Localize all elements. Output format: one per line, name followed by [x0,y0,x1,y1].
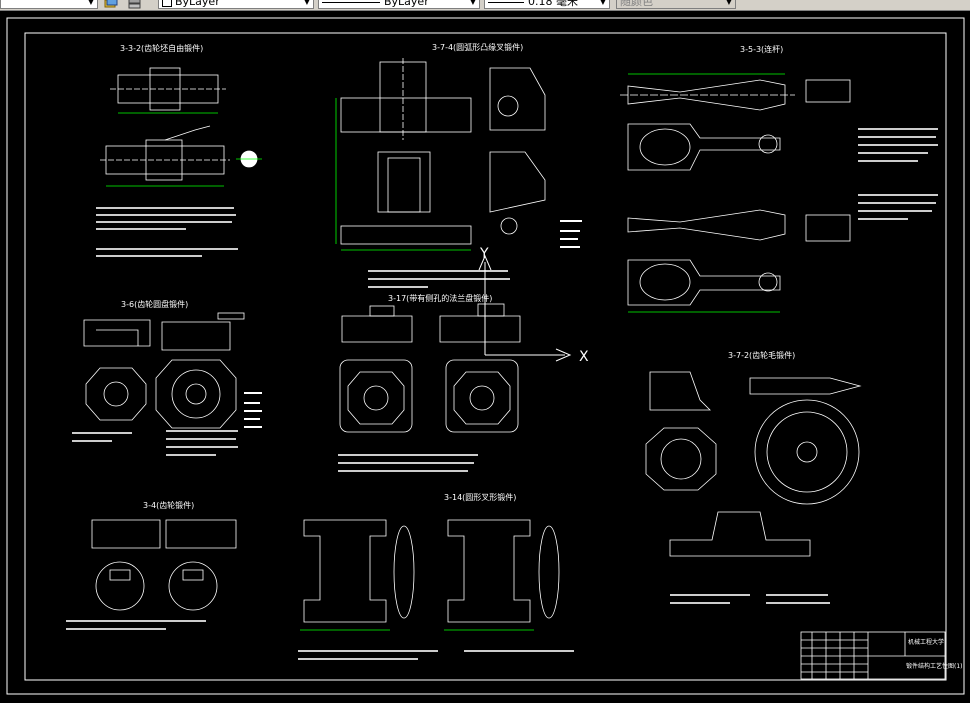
lineweight-value: 0.18 毫米 [528,0,578,8]
plotstyle-dropdown: 随颜色 ▼ [616,0,736,9]
drawing-3-7-4 [335,58,546,251]
text-block-3-4 [66,620,206,630]
text-block-3-7-2 [670,594,830,604]
title-block-drawing-name: 锻件结构工艺性图(1) [906,662,963,670]
linetype-dropdown[interactable]: ByLayer ▼ [318,0,480,9]
title-3-17: 3-17(带有侧孔的法兰盘锻件) [388,293,492,303]
text-block-3-14 [298,650,574,660]
outer-border [6,17,965,695]
color-value: ByLayer [175,0,220,8]
chevron-down-icon: ▼ [303,0,311,6]
drawing-3-5-3 [620,73,851,313]
title-block [800,631,946,680]
drawing-3-6 [83,312,245,429]
ucs-y-label: Y [479,246,489,262]
color-swatch-icon [162,0,172,7]
properties-toolbar: ▼ ByLayer ▼ ByLayer ▼ 0.18 毫米 ▼ 随颜色 ▼ [0,0,970,11]
title-block-school: 机械工程大学 [908,638,944,646]
title-3-7-4: 3-7-4(圆弧形凸缘叉锻件) [432,42,523,52]
ucs-axis-icon [478,254,572,362]
title-3-5-3: 3-5-3(连杆) [740,44,783,54]
title-3-14: 3-14(圆形叉形锻件) [444,492,516,502]
drawing-3-14 [300,519,560,631]
chevron-down-icon: ▼ [725,0,733,6]
drawing-3-7-2 [645,371,862,557]
text-block-3-3-2 [96,207,238,257]
chevron-down-icon: ▼ [469,0,477,6]
text-block-3-7-4 [368,220,582,288]
title-3-3-2: 3-3-2(齿轮坯自由锻件) [120,43,203,53]
text-block-3-17 [338,454,478,472]
ucs-x-label: X [579,349,589,365]
title-3-7-2: 3-7-2(齿轮毛锻件) [728,350,795,360]
lineweight-preview [488,1,524,3]
title-3-6: 3-6(齿轮圆盘锻件) [121,299,188,309]
text-block-3-6 [72,392,262,456]
lineweight-dropdown[interactable]: 0.18 毫米 ▼ [484,0,610,9]
drawing-3-17 [339,303,521,433]
linetype-preview [322,1,380,3]
color-dropdown[interactable]: ByLayer ▼ [158,0,314,9]
drawing-3-4 [91,519,237,611]
chevron-down-icon: ▼ [87,0,95,6]
drawing-canvas[interactable]: 3-3-2(齿轮坯自由锻件) 3-7-4(圆弧形凸缘叉锻件) 3-5-3(连杆)… [0,11,970,698]
title-3-4: 3-4(齿轮锻件) [143,500,194,510]
layer-states-icon[interactable] [104,0,118,9]
drawing-svg: 3-3-2(齿轮坯自由锻件) 3-7-4(圆弧形凸缘叉锻件) 3-5-3(连杆)… [6,17,965,695]
drawing-3-3-2 [100,67,262,187]
text-block-3-5-3 [858,128,938,220]
linetype-value: ByLayer [384,0,429,8]
inner-border [24,32,947,681]
layer-dropdown[interactable]: ▼ [0,0,98,9]
plotstyle-value: 随颜色 [620,0,653,8]
chevron-down-icon: ▼ [599,0,607,6]
layer-stack-icon[interactable] [128,0,142,9]
